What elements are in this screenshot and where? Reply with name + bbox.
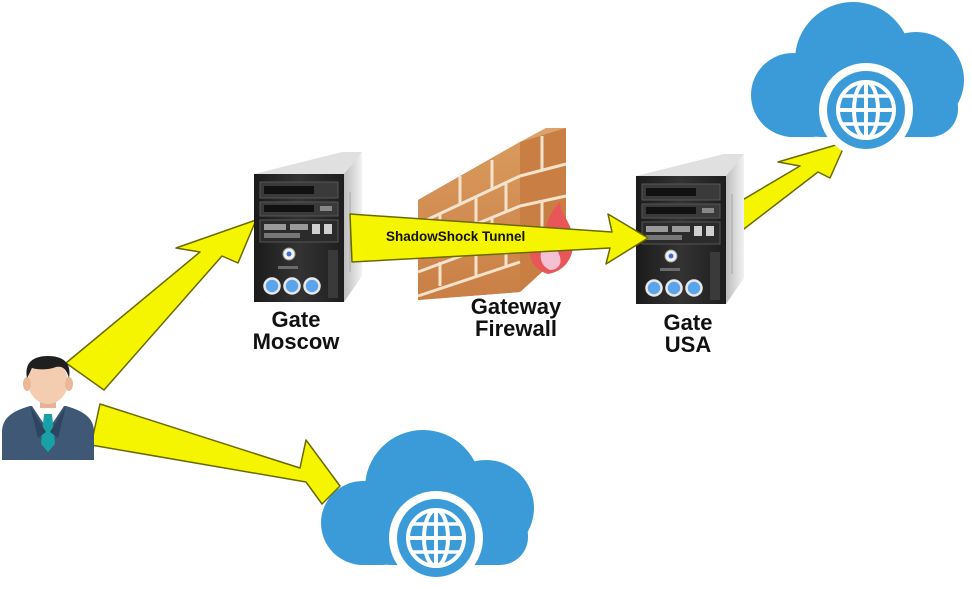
user-icon — [2, 356, 94, 460]
gate-usa-label-line1: Gate — [663, 310, 713, 335]
gateway-firewall-label-line2: Firewall — [475, 316, 557, 341]
server-tower-icon — [252, 150, 364, 304]
gate-moscow-label: Gate Moscow — [236, 309, 356, 353]
gate-moscow-label-line1: Gate — [271, 307, 321, 332]
gate-moscow-label-line2: Moscow — [252, 329, 340, 354]
cloud-globe-icon — [749, 0, 966, 159]
gate-usa-label-line2: USA — [664, 332, 712, 357]
server-tower-icon — [634, 152, 746, 306]
tunnel-label: ShadowShock Tunnel — [386, 229, 526, 244]
arrow-user-to-moscow — [65, 219, 257, 391]
cloud-globe-icon — [319, 428, 536, 587]
arrow-shadowshock-tunnel — [349, 213, 649, 265]
brick-firewall-icon — [417, 128, 567, 300]
arrow-usa-to-cloud — [721, 141, 847, 233]
gate-usa-label: Gate USA — [628, 312, 748, 356]
arrow-user-to-cloud — [90, 403, 341, 505]
gateway-firewall-label: Gateway Firewall — [446, 296, 586, 340]
gateway-firewall-label-line1: Gateway — [470, 294, 562, 319]
